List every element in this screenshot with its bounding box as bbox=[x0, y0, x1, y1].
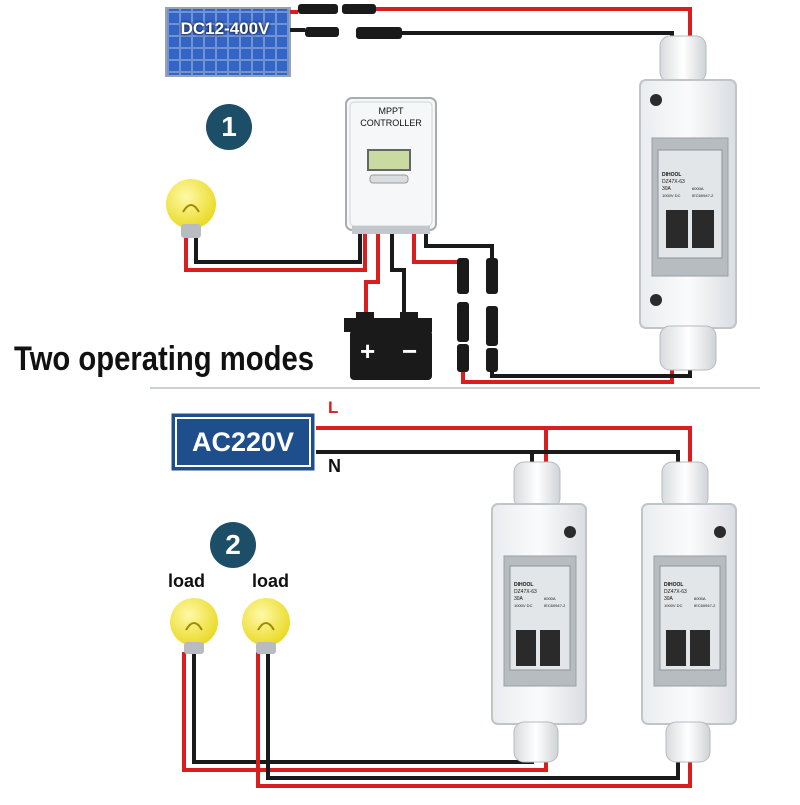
breaker-rating-3: 30A bbox=[664, 596, 673, 602]
live-label: L bbox=[328, 398, 339, 417]
breaker-spec1-2: 1000V DC bbox=[514, 603, 533, 608]
controller-label-line1: MPPT bbox=[378, 106, 404, 116]
bulb-icon-load-2 bbox=[242, 598, 290, 654]
breaker-model-2: DZ47X-63 bbox=[514, 589, 537, 595]
breaker-brand-1: DIHOOL bbox=[662, 172, 682, 178]
mode-1-badge: 1 bbox=[206, 104, 252, 150]
breaker-spec3-1: IEC60947-2 bbox=[692, 193, 714, 198]
load-label-1: load bbox=[168, 571, 206, 591]
mppt-controller bbox=[345, 97, 437, 234]
load-label-2: load bbox=[252, 571, 290, 591]
breaker-rating-2: 30A bbox=[514, 596, 523, 602]
ac-source-box bbox=[171, 413, 315, 471]
solar-panel bbox=[165, 7, 291, 77]
breaker-spec2-3: 6000A bbox=[694, 596, 706, 601]
breaker-box-mode2-b bbox=[641, 461, 737, 763]
bulb-icon-mode1 bbox=[166, 179, 216, 238]
mc4-connectors-mode1 bbox=[457, 258, 498, 372]
breaker-brand-2: DIHOOL bbox=[514, 582, 534, 588]
breaker-box-mode2-a bbox=[491, 461, 587, 763]
breaker-spec1-3: 1000V DC bbox=[664, 603, 683, 608]
breaker-model-3: DZ47X-63 bbox=[664, 589, 687, 595]
breaker-spec1-1: 1000V DC bbox=[662, 193, 681, 198]
breaker-model-1: DZ47X-63 bbox=[662, 179, 685, 185]
battery-plus: + bbox=[360, 336, 376, 366]
breaker-brand-3: DIHOOL bbox=[664, 582, 684, 588]
breaker-rating-1: 30A bbox=[662, 186, 671, 192]
mode-2-badge: 2 bbox=[210, 522, 256, 568]
bulb-icon-load-1 bbox=[170, 598, 218, 654]
solar-panel-label: DC12-400V bbox=[180, 19, 270, 38]
battery bbox=[344, 312, 432, 380]
mc4-connectors-top bbox=[298, 4, 402, 39]
breaker-box-mode1 bbox=[639, 35, 737, 371]
battery-minus: − bbox=[402, 336, 418, 366]
modes-heading: Two operating modes bbox=[14, 340, 315, 378]
breaker-spec3-3: IEC60947-2 bbox=[694, 603, 716, 608]
ac-source-label: AC220V bbox=[191, 426, 295, 457]
neutral-label: N bbox=[328, 456, 341, 476]
breaker-spec2-2: 6000A bbox=[544, 596, 556, 601]
breaker-spec2-1: 6000A bbox=[692, 186, 704, 191]
controller-label-line2: CONTROLLER bbox=[360, 118, 422, 128]
breaker-spec3-2: IEC60947-2 bbox=[544, 603, 566, 608]
